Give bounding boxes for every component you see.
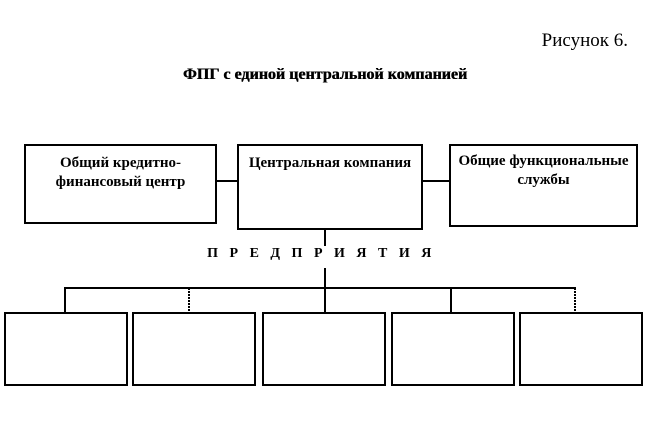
enterprise-box	[4, 312, 128, 386]
box-credit-financial-center-label: Общий кредитно-финансовый центр	[55, 155, 186, 190]
box-central-company-label: Центральная компания	[248, 155, 412, 171]
box-central-company: Центральная компания	[237, 144, 423, 230]
enterprise-box	[262, 312, 386, 386]
box-functional-services: Общие функциональные службы	[449, 144, 638, 227]
enterprise-box	[391, 312, 515, 386]
enterprise-box	[132, 312, 256, 386]
figure-label: Рисунок 6.	[541, 30, 628, 51]
box-credit-financial-center: Общий кредитно-финансовый центр	[24, 144, 217, 224]
enterprise-box	[519, 312, 643, 386]
enterprises-label: ПРЕДПРИЯТИЯ	[150, 246, 500, 268]
diagram-title: ФПГ с единой центральной компанией	[182, 66, 468, 83]
box-functional-services-label: Общие функциональные службы	[458, 153, 629, 188]
